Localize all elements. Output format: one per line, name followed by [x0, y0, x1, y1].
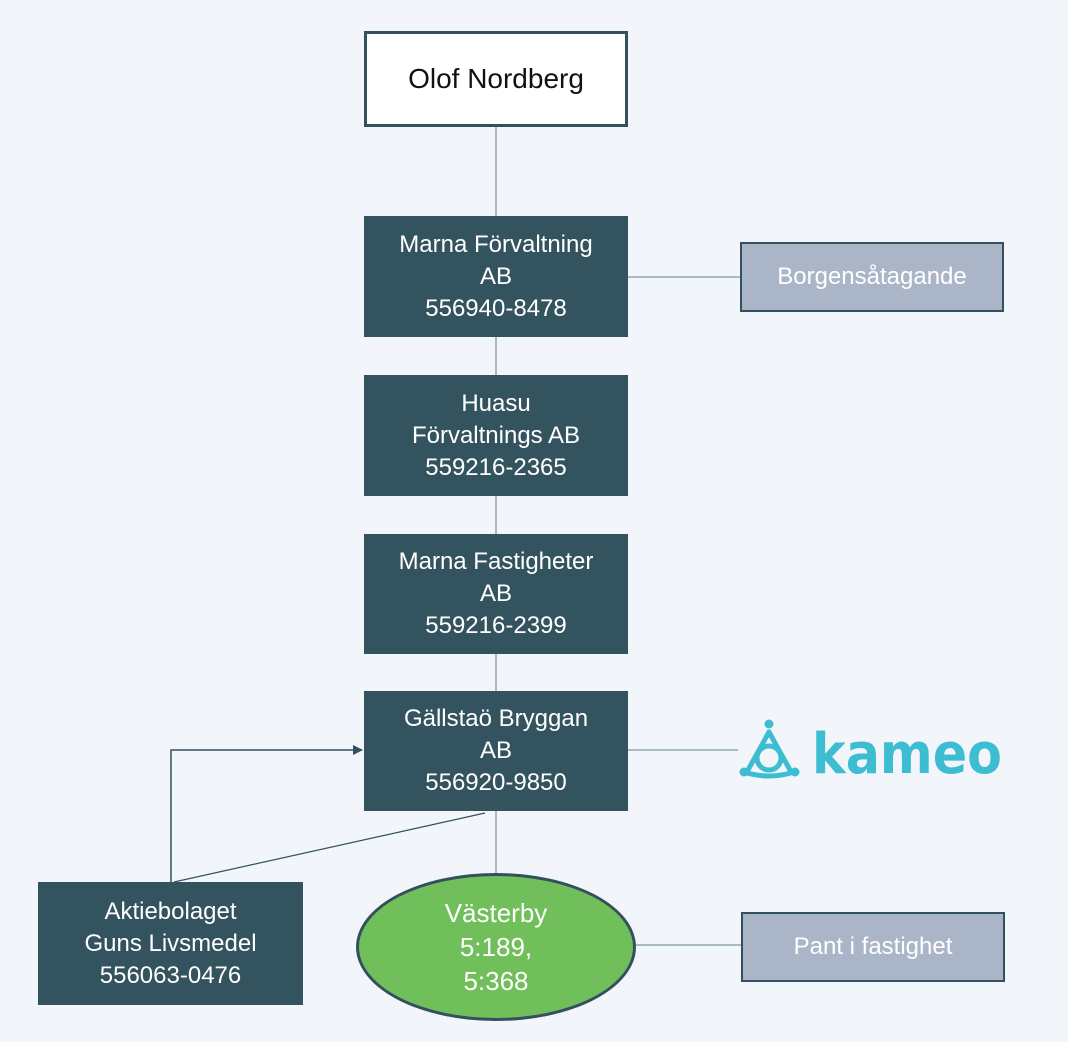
guns-orgnr: 556063-0476	[99, 961, 242, 989]
marna-forvaltning-box: Marna Förvaltning AB 556940-8478	[364, 216, 628, 337]
gallstao-name-line1: Gällstaö Bryggan	[403, 705, 589, 732]
kameo-logo: kameo	[739, 719, 1002, 782]
guns-name-line2: Guns Livsmedel	[84, 929, 257, 957]
pant-box: Pant i fastighet	[741, 912, 1005, 982]
marna-fastigheter-name-line1: Marna Fastigheter	[398, 548, 594, 575]
guns-name-line1: Aktiebolaget	[104, 897, 237, 925]
gallstao-orgnr: 556920-9850	[425, 769, 567, 796]
borgen-label: Borgensåtagande	[777, 263, 967, 290]
vasterby-name: Västerby	[444, 898, 548, 928]
owner-name: Olof Nordberg	[408, 63, 584, 94]
guns-box: Aktiebolaget Guns Livsmedel 556063-0476	[38, 882, 303, 1005]
arrow-guns-to-gallstao	[170, 745, 363, 882]
kameo-wordmark: kameo	[812, 722, 1002, 782]
marna-forvaltning-orgnr: 556940-8478	[425, 294, 567, 322]
kameo-mark-icon	[739, 719, 800, 779]
gallstao-name-line2: AB	[479, 737, 512, 764]
huasu-name-line1: Huasu	[461, 389, 531, 417]
marna-fastigheter-orgnr: 559216-2399	[425, 612, 567, 639]
borgen-box: Borgensåtagande	[740, 242, 1004, 312]
huasu-name-line2: Förvaltnings AB	[411, 421, 581, 449]
marna-fastigheter-box: Marna Fastigheter AB 559216-2399	[364, 534, 628, 654]
vasterby-ellipse: Västerby 5:189, 5:368	[356, 873, 636, 1021]
marna-forvaltning-name-line2: AB	[479, 262, 512, 290]
owner-box: Olof Nordberg	[364, 31, 628, 127]
vasterby-parcel-2: 5:368	[463, 966, 529, 996]
vasterby-parcel-1: 5:189,	[459, 932, 533, 962]
marna-forvaltning-name-line1: Marna Förvaltning	[399, 230, 593, 258]
huasu-orgnr: 559216-2365	[425, 453, 567, 481]
pant-label: Pant i fastighet	[793, 933, 953, 960]
marna-fastigheter-name-line2: AB	[479, 580, 512, 607]
gallstao-box: Gällstaö Bryggan AB 556920-9850	[364, 691, 628, 811]
connector-gallstao-guns-diagonal	[173, 812, 486, 883]
huasu-box: Huasu Förvaltnings AB 559216-2365	[364, 375, 628, 496]
